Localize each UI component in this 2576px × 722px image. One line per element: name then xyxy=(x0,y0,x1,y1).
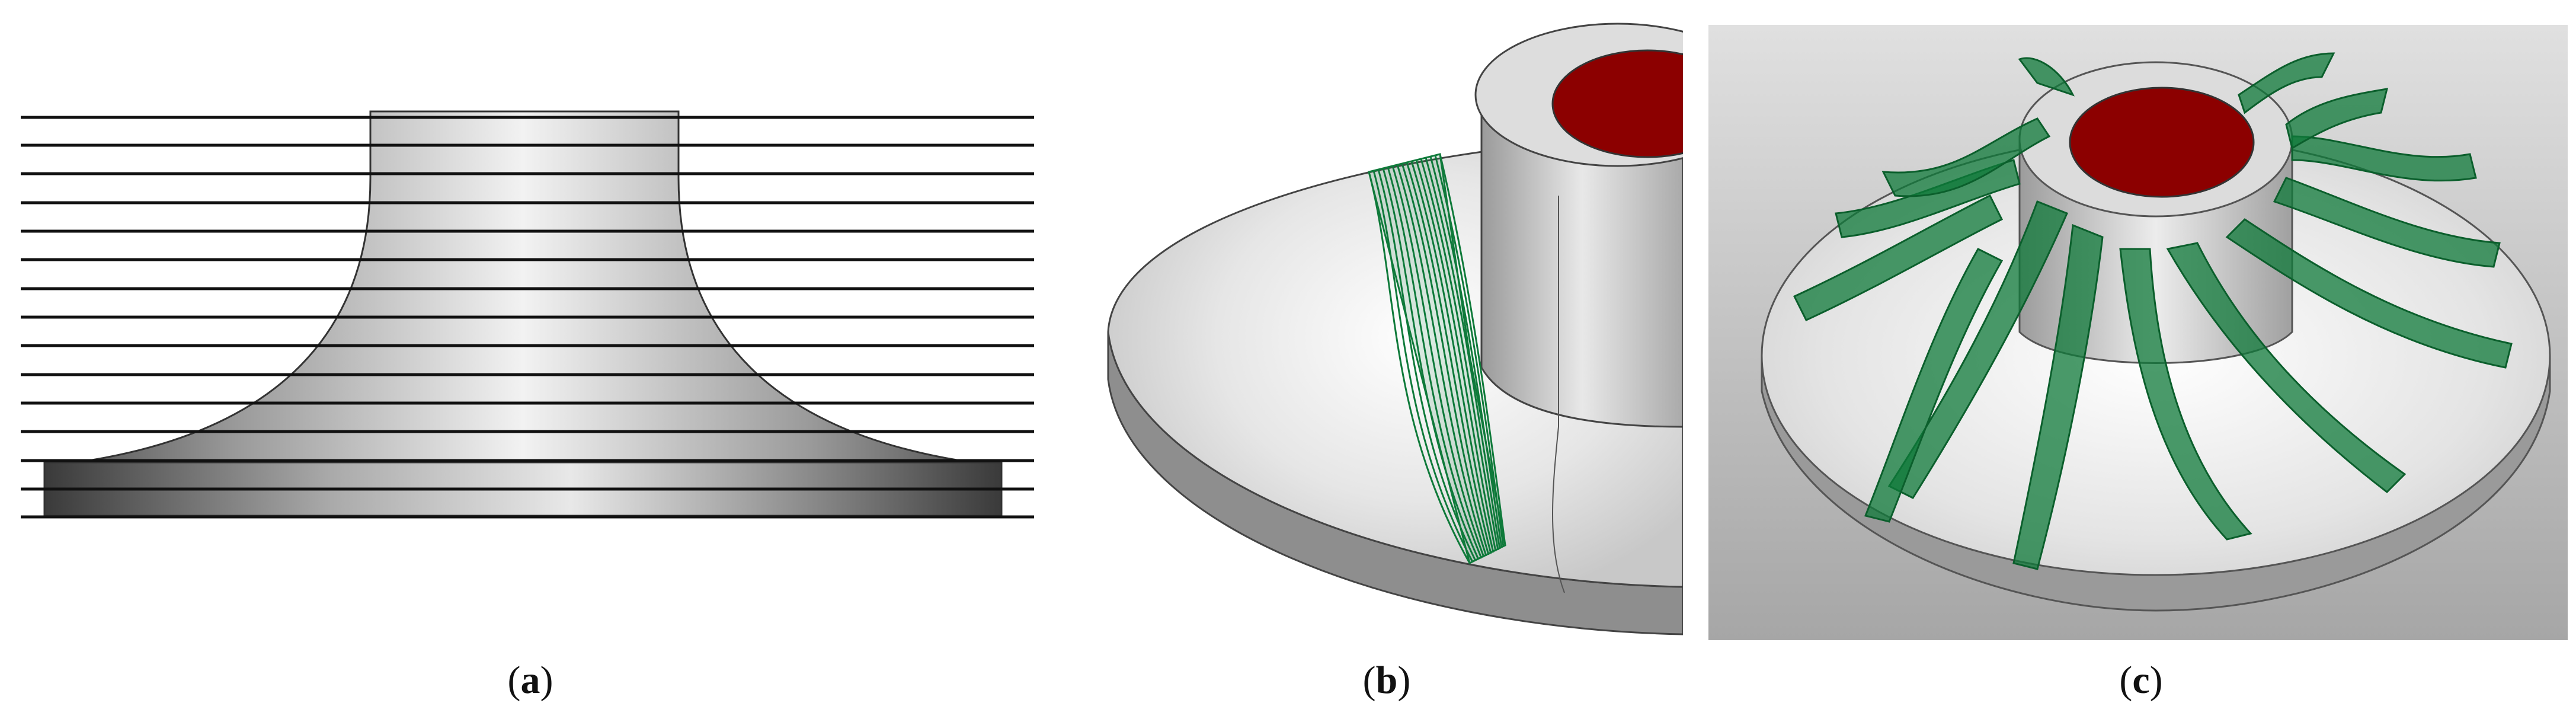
caption-c: (c) xyxy=(2119,659,2163,702)
caption-a: (a) xyxy=(507,659,553,702)
hub-bore xyxy=(2069,87,2255,198)
caption-b: (b) xyxy=(1362,659,1411,702)
panel-b: (b) xyxy=(1090,0,1683,722)
impeller-side-profile-drawing xyxy=(21,110,1034,519)
green-blade xyxy=(1368,154,1506,564)
hub-bore xyxy=(1551,49,1683,158)
panel-c: (c) xyxy=(1705,0,2576,722)
impeller-isometric-single-blade-drawing xyxy=(1107,23,1683,635)
impeller-isometric-all-blades-drawing xyxy=(1708,25,2568,640)
panel-a: (a) xyxy=(0,0,1061,722)
green-blades xyxy=(1793,52,2513,570)
impeller-body xyxy=(43,110,1003,517)
slicing-lines xyxy=(21,116,1034,519)
